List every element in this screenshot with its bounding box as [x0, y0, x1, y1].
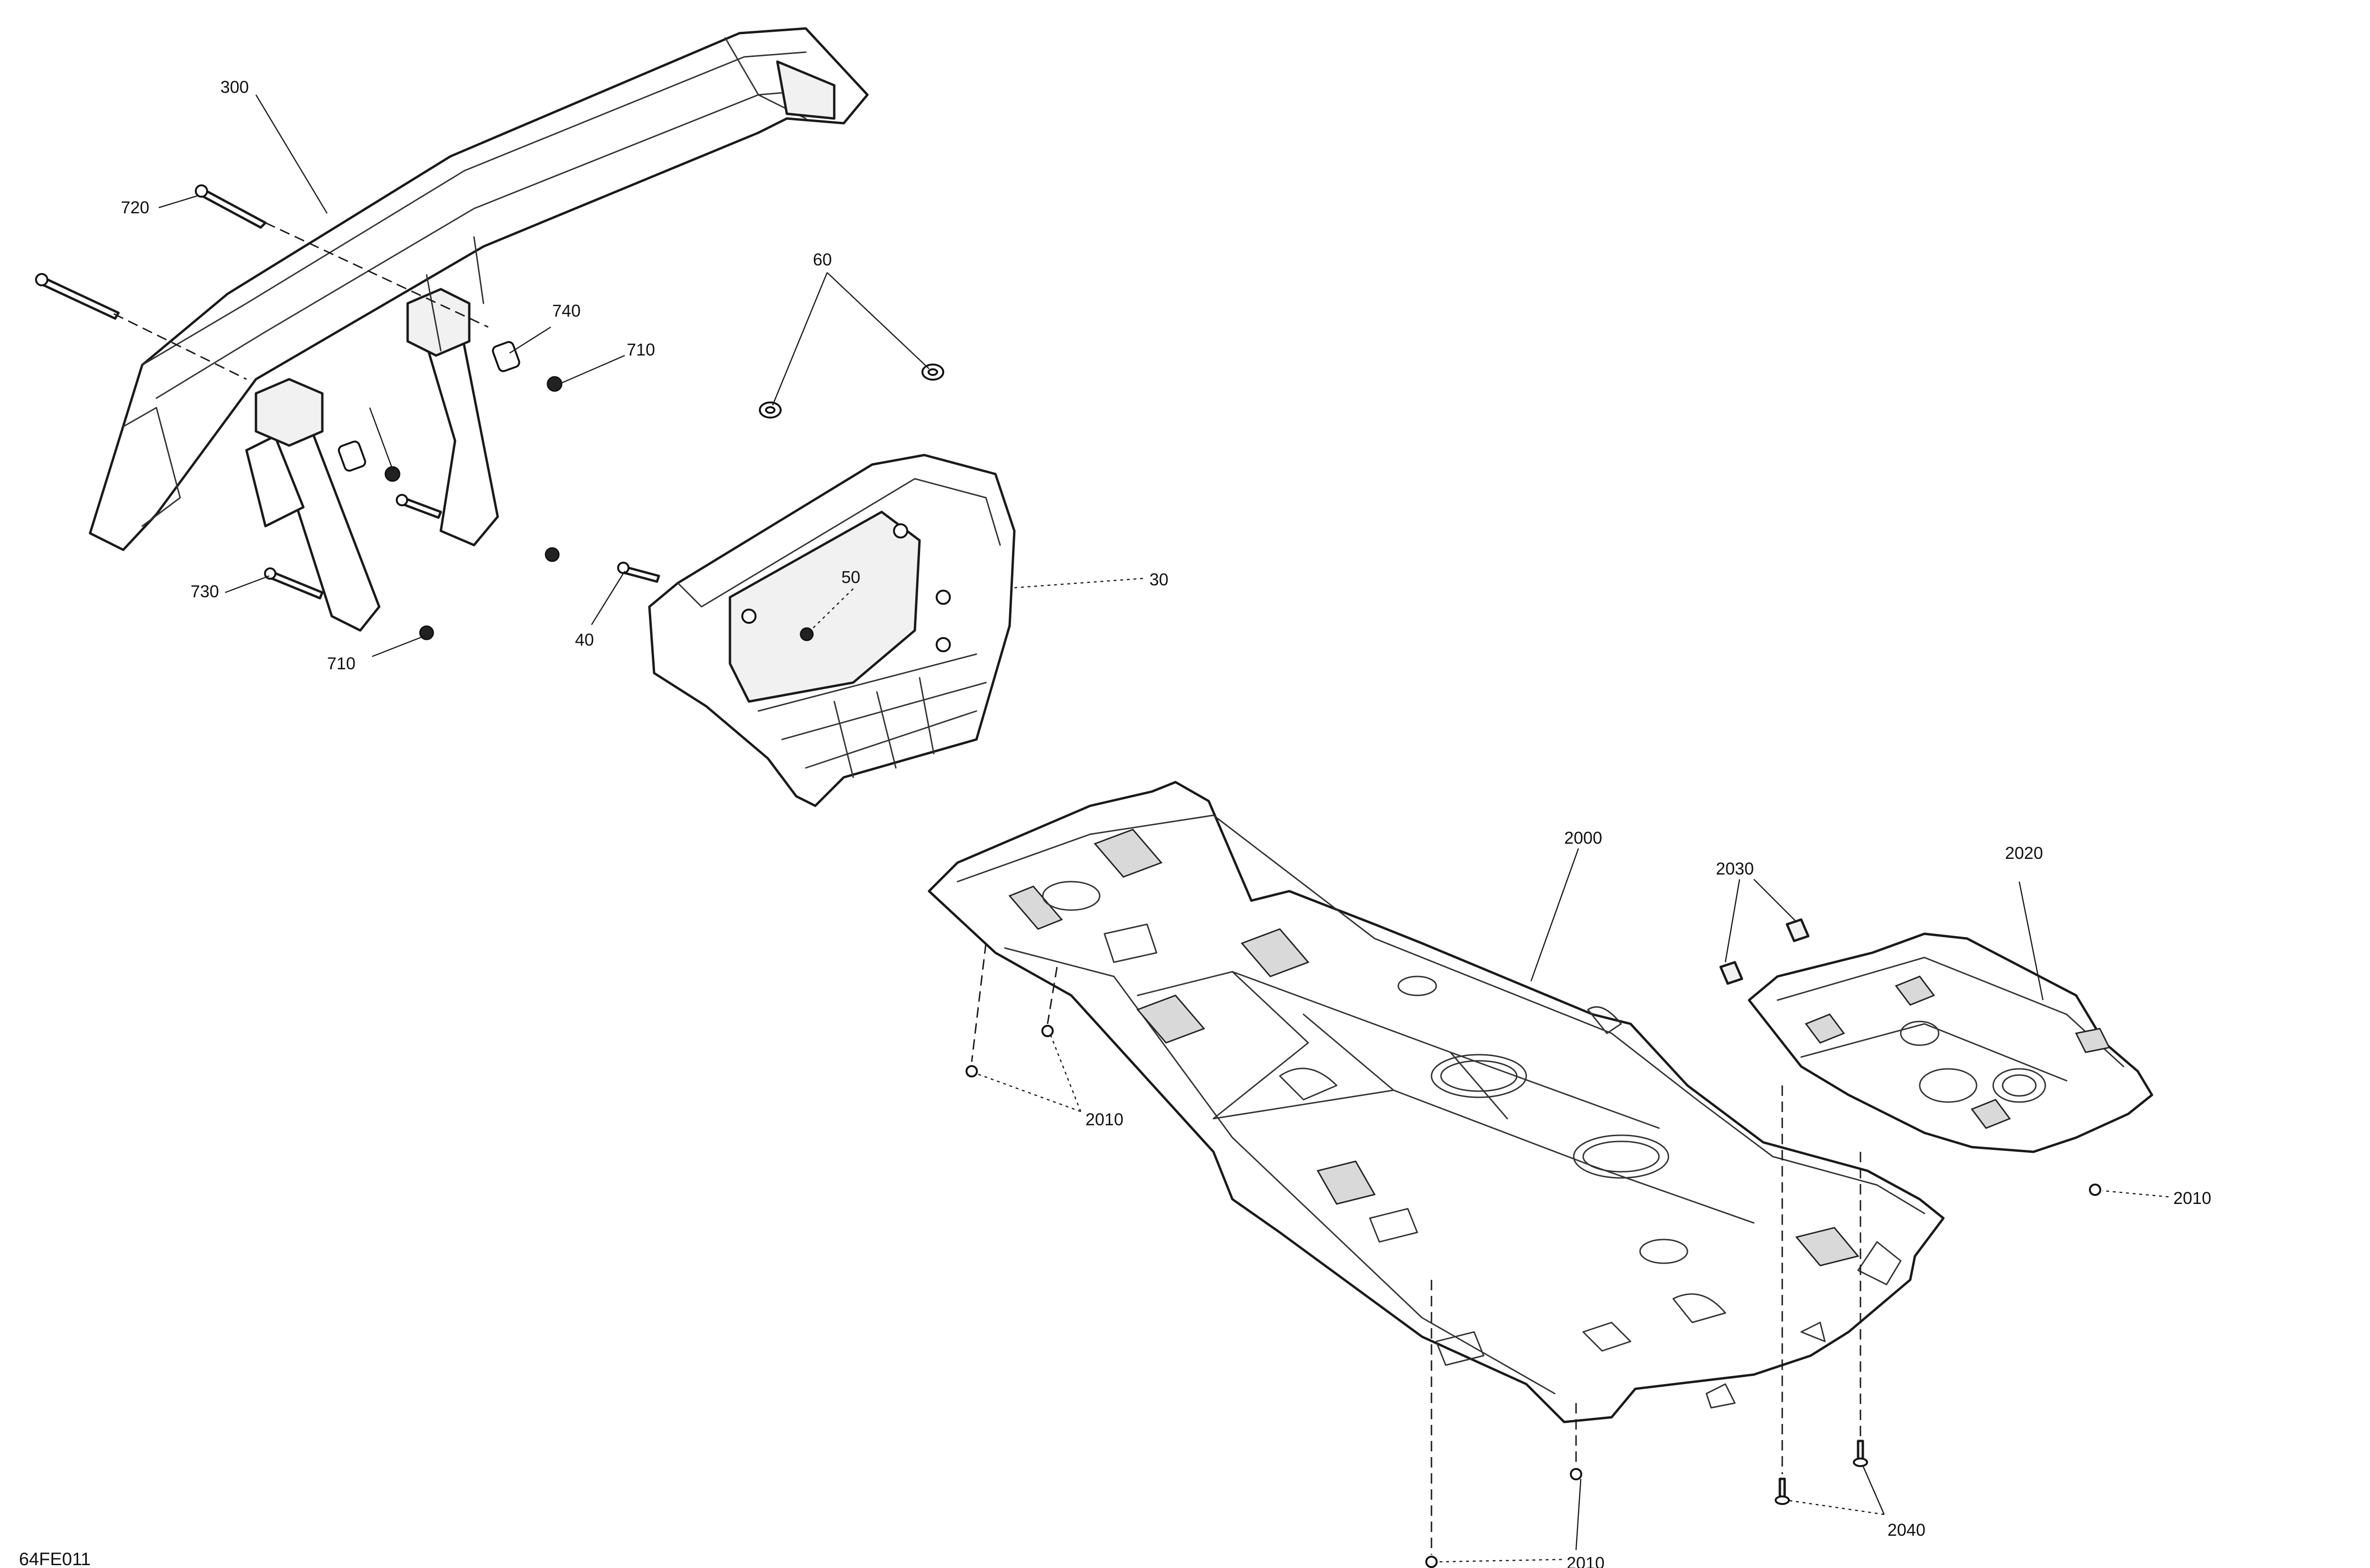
callout-2040: 2040 — [1887, 1520, 1925, 1540]
callout-720: 720 — [121, 198, 149, 217]
callout-60: 60 — [813, 250, 832, 269]
front-bumper-part — [89, 27, 869, 632]
callout-30: 30 — [1149, 570, 1168, 589]
callout-300: 300 — [220, 77, 249, 97]
callout-2010-right: 2010 — [2173, 1188, 2211, 1208]
callout-730: 730 — [191, 582, 219, 601]
callout-2020: 2020 — [2005, 843, 2043, 863]
callout-2010-left: 2010 — [1085, 1110, 1123, 1129]
callout-710-upper: 710 — [627, 340, 655, 359]
front-panel-part — [648, 454, 1016, 807]
callout-2030: 2030 — [1716, 859, 1754, 878]
rear-skid-plate-part — [1748, 932, 2153, 1153]
skid-fasteners — [966, 1025, 2101, 1568]
callout-740: 740 — [552, 301, 581, 320]
callout-710-lower: 710 — [327, 654, 356, 673]
callout-40: 40 — [575, 630, 594, 649]
callout-2010-bottom: 2010 — [1567, 1553, 1604, 1568]
nuts-60 — [759, 364, 944, 419]
callout-2000: 2000 — [1564, 828, 1602, 848]
nut-50 — [800, 627, 814, 641]
diagram-code: 64FE011 — [19, 1550, 91, 1568]
bumper-bolts — [35, 184, 563, 640]
main-skid-plate-part — [928, 781, 1945, 1423]
callout-50: 50 — [841, 567, 860, 587]
leader-lines — [158, 94, 2169, 1563]
